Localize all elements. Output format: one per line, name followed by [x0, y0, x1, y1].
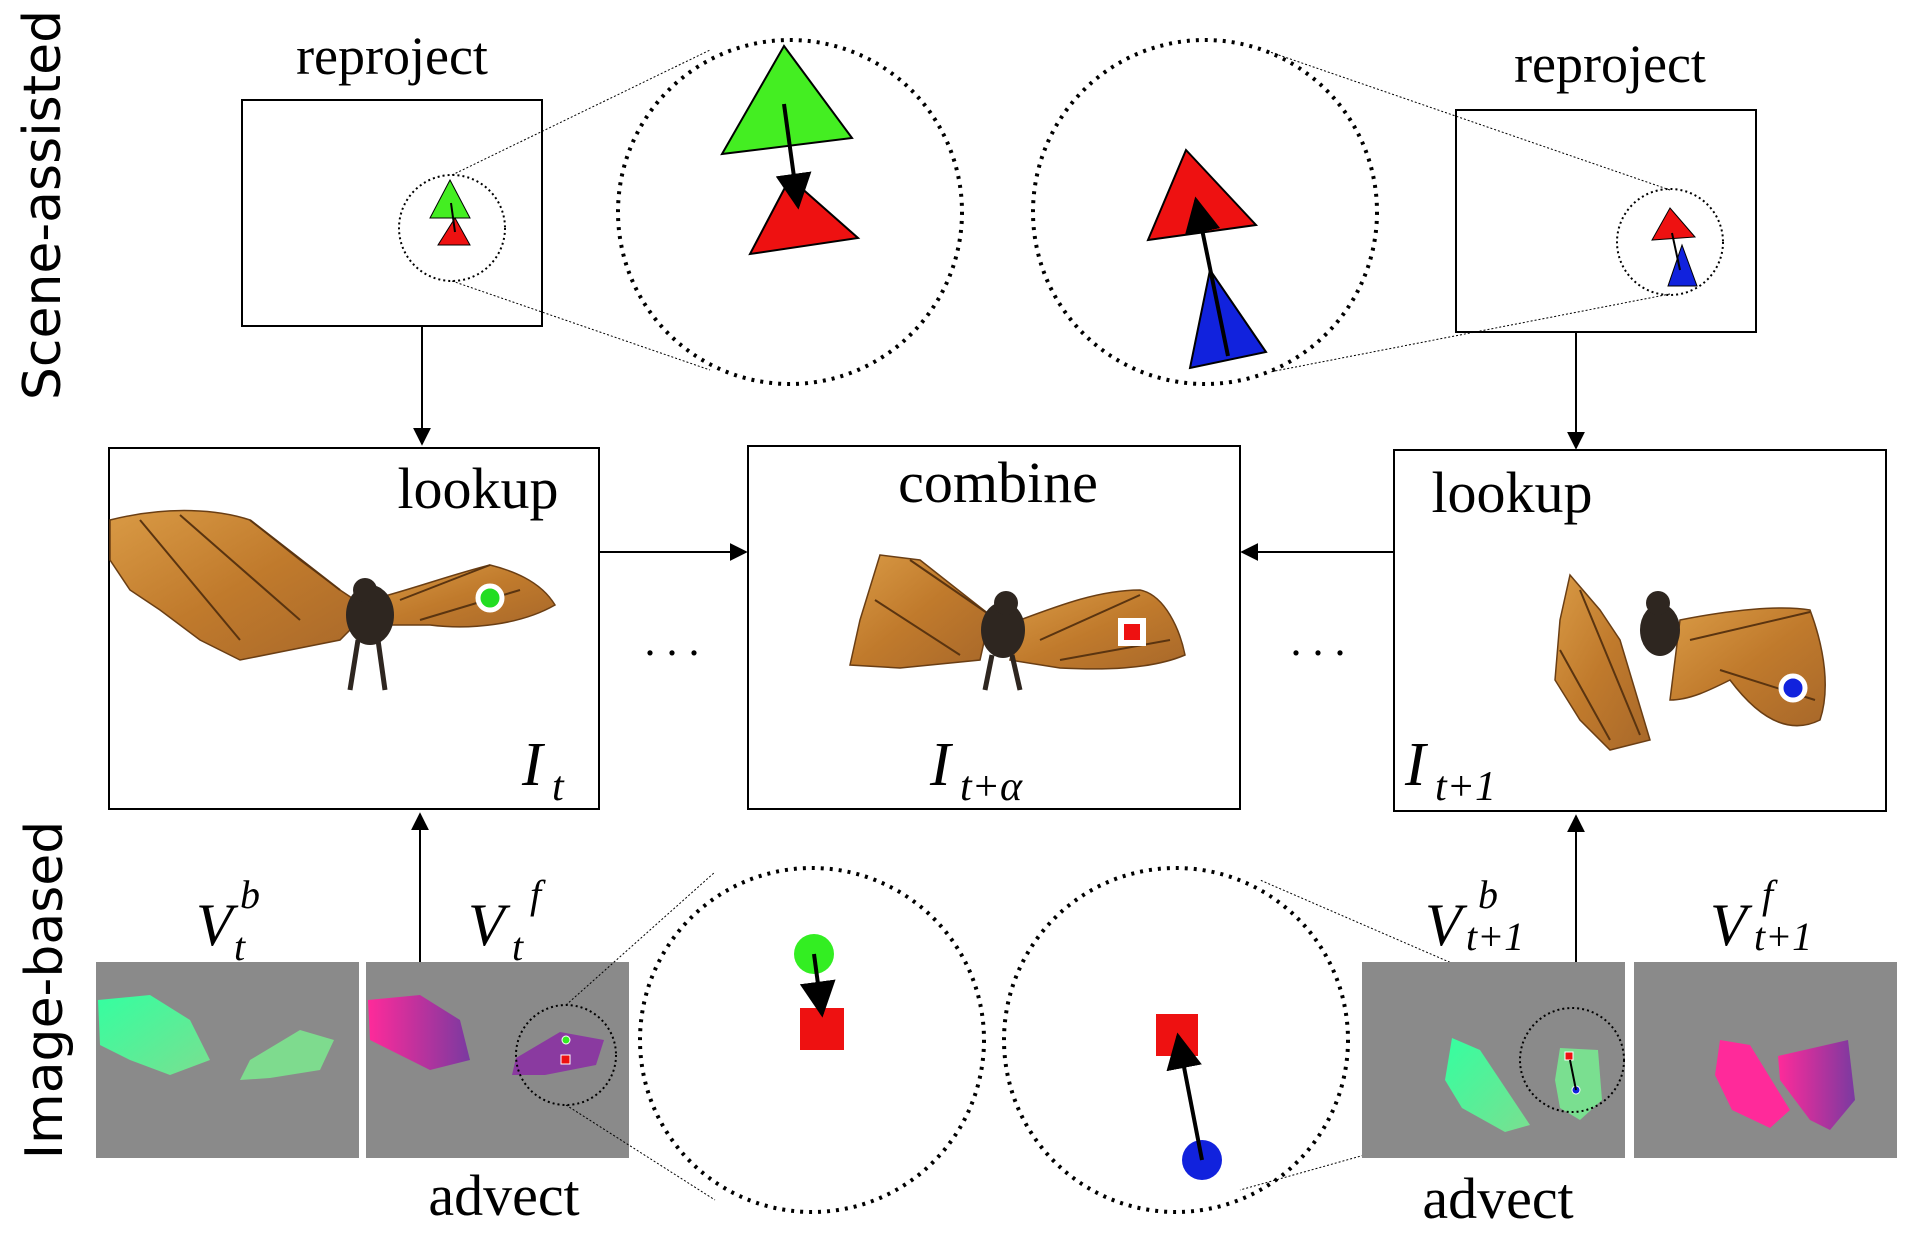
frame-label-left: I t: [521, 731, 565, 810]
ellipsis-left: . . .: [645, 616, 700, 665]
bat-middle: [849, 554, 1186, 691]
advect-right-zoom-circle: [1002, 866, 1350, 1214]
svg-text:t+1: t+1: [1754, 914, 1812, 959]
svg-text:t: t: [512, 924, 524, 969]
reproject-right-zoom-circle: [1031, 38, 1379, 386]
bat-right: [1554, 573, 1826, 751]
svg-text:I: I: [929, 731, 954, 799]
lookup-label-right: lookup: [1431, 460, 1592, 525]
combine-label: combine: [898, 450, 1098, 515]
svg-text:t+1: t+1: [1435, 764, 1496, 810]
svg-text:I: I: [1404, 731, 1429, 799]
reproject-label-right: reproject: [1514, 34, 1706, 94]
flow-field-vt1f: [1634, 962, 1897, 1158]
side-label-image-based: Image-based: [15, 821, 75, 1160]
side-label-scene-assisted: Scene-assisted: [13, 10, 73, 400]
flow-label-vt1b: V b t+1: [1425, 872, 1524, 959]
svg-text:b: b: [240, 872, 260, 917]
svg-text:t: t: [234, 924, 246, 969]
svg-text:V: V: [468, 892, 511, 958]
flow-label-vtf: V f t: [468, 872, 546, 969]
svg-text:I: I: [521, 731, 546, 799]
bat-left: [109, 509, 557, 691]
flow-field-vtb: [96, 962, 359, 1158]
svg-text:t+1: t+1: [1466, 914, 1524, 959]
reproject-label-left: reproject: [296, 26, 488, 86]
svg-text:V: V: [1425, 892, 1468, 958]
reproject-left-small-zoom: [398, 174, 506, 282]
lookup-label-left: lookup: [397, 456, 558, 521]
svg-text:f: f: [530, 872, 546, 917]
ellipsis-right: . . .: [1291, 616, 1346, 665]
advect-label-left: advect: [428, 1163, 579, 1228]
advect-left-zoom-circle: [638, 866, 986, 1214]
flow-label-vt1f: V f t+1: [1710, 872, 1812, 959]
frame-label-middle: I t+α: [929, 731, 1023, 810]
svg-text:V: V: [196, 892, 239, 958]
reproject-box-left: [241, 99, 543, 327]
svg-text:f: f: [1762, 872, 1778, 917]
svg-text:t+α: t+α: [960, 764, 1023, 810]
svg-text:b: b: [1478, 872, 1498, 917]
advect-label-right: advect: [1422, 1166, 1573, 1231]
frame-label-right: I t+1: [1404, 731, 1496, 810]
reproject-right-small-zoom: [1616, 188, 1724, 296]
flow-field-vt1b: [1362, 962, 1625, 1158]
svg-text:t: t: [552, 764, 565, 810]
flow-label-vtb: V b t: [196, 872, 260, 969]
reproject-left-zoom-circle: [616, 38, 964, 386]
flow-field-vtf: [366, 962, 629, 1158]
reproject-box-right: [1455, 109, 1757, 333]
svg-text:V: V: [1710, 892, 1753, 958]
